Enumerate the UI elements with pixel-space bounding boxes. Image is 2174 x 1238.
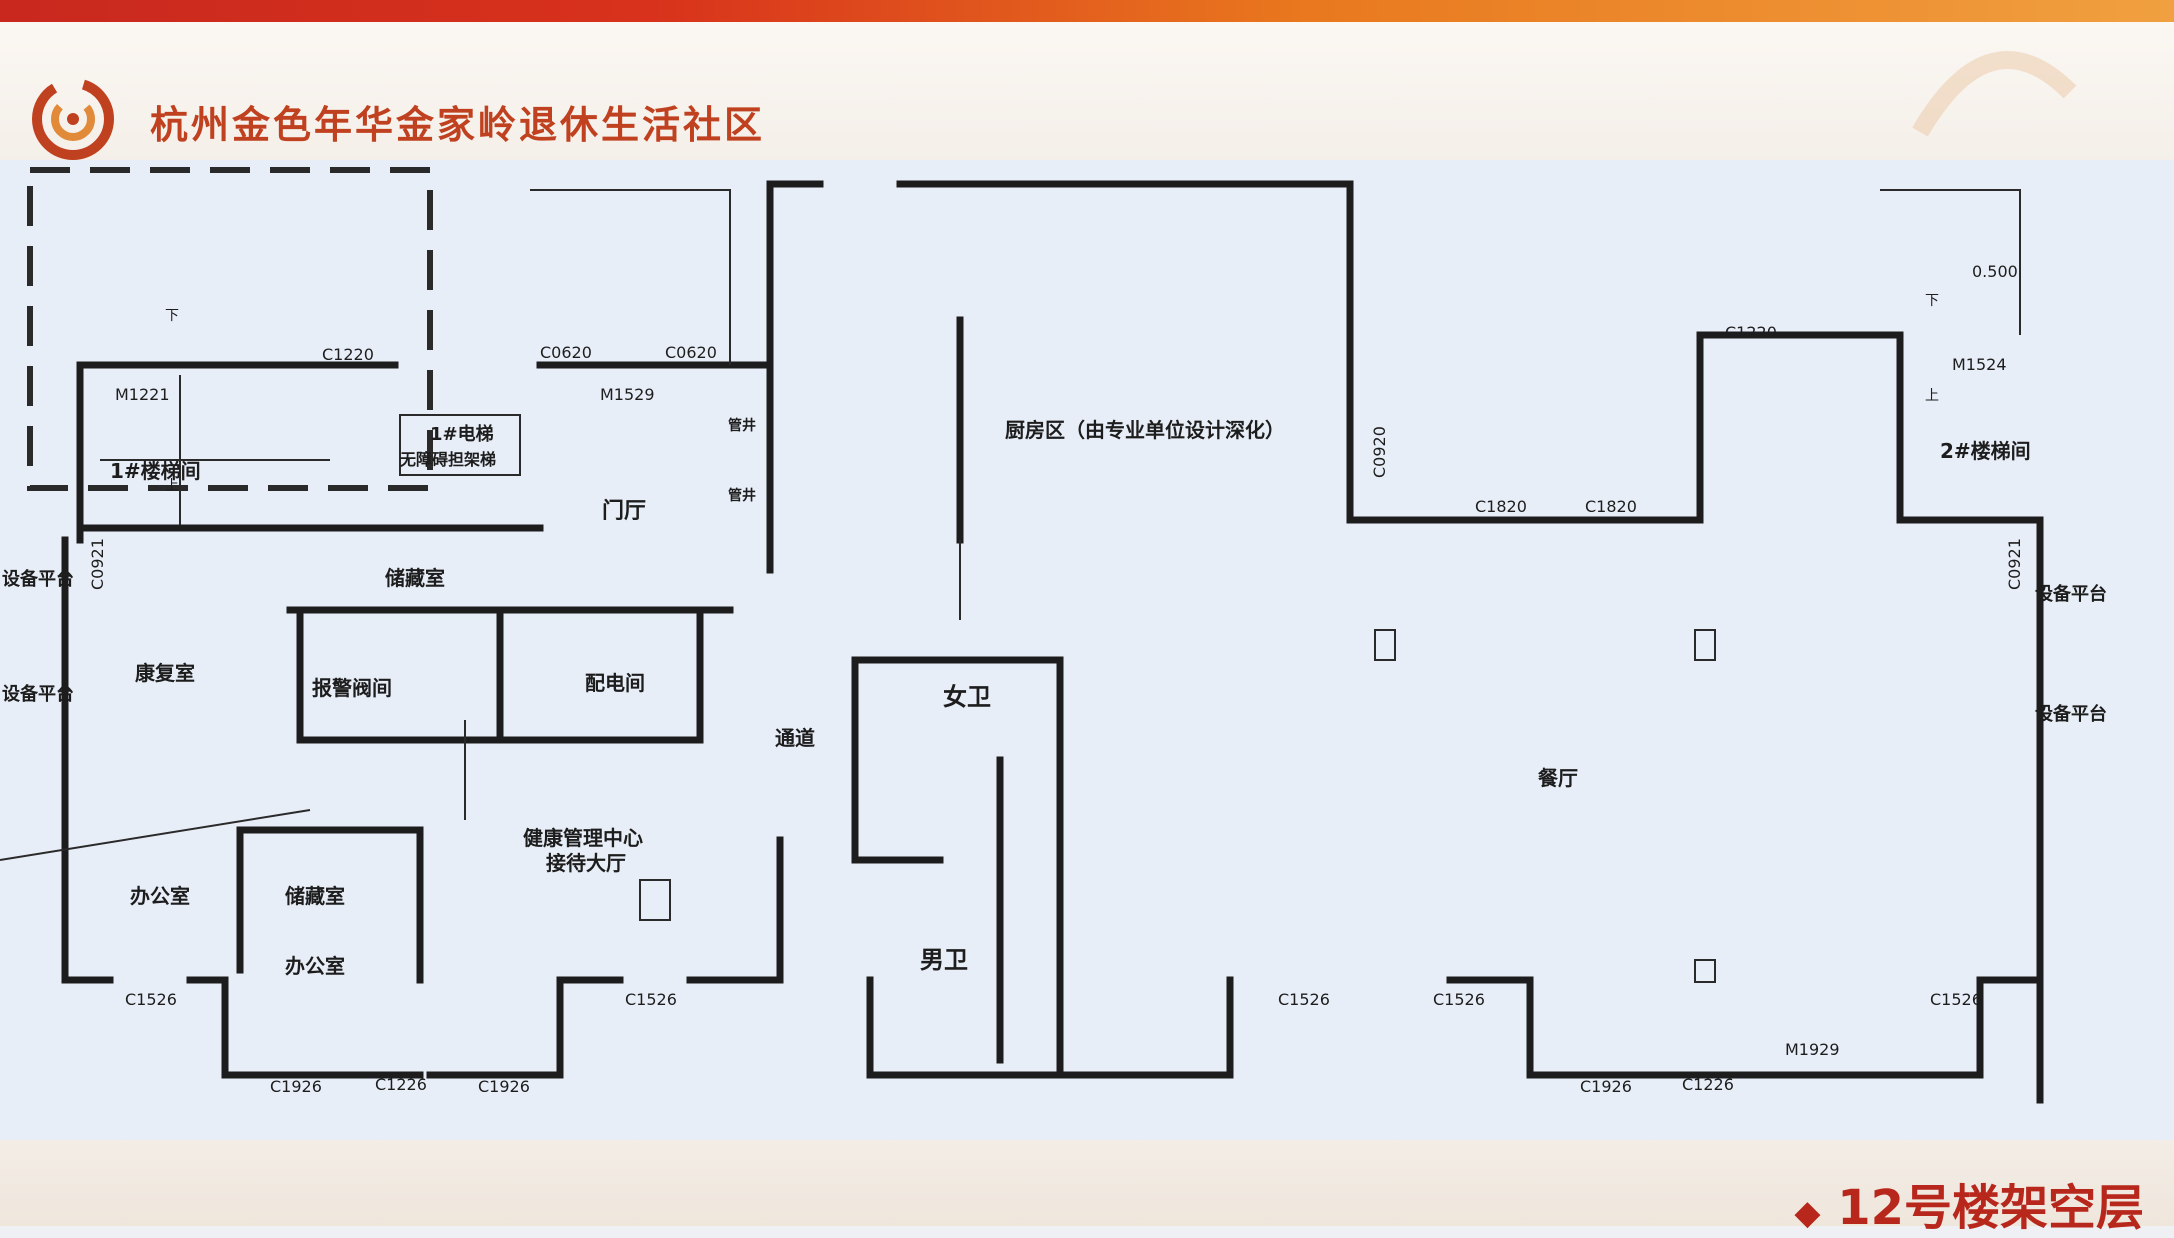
floor-label: ◆ 12号楼架空层 [1794, 1168, 2144, 1238]
elevator-sub-label: 无障碍担架梯 [399, 450, 496, 469]
code-c0620-b: C0620 [665, 343, 717, 362]
floor-label-text: 12号楼架空层 [1837, 1180, 2144, 1236]
code-c1526-c: C1526 [1278, 990, 1330, 1009]
code-c1820-b: C1820 [1585, 497, 1637, 516]
office1-label: 办公室 [130, 884, 190, 908]
shaft2-label: 管井 [728, 487, 756, 504]
kitchen-label: 厨房区（由专业单位设计深化） [1005, 418, 1285, 442]
code-c1526-e: C1526 [1930, 990, 1982, 1009]
floor-plan-drawing: 1#楼梯间 2#楼梯间 1#电梯 无障碍担架梯 门厅 储藏室 康复室 报警阀间 … [0, 160, 2174, 1145]
code-c0921-r: C0921 [2005, 538, 2024, 590]
rehab-label: 康复室 [135, 661, 195, 685]
alarm-valve-label: 报警阀间 [312, 676, 392, 700]
top-accent-bar [0, 0, 2174, 22]
storage1-label: 储藏室 [385, 566, 445, 590]
stair1-label: 1#楼梯间 [110, 459, 201, 483]
level-marker: 0.500 [1972, 262, 2018, 281]
storage2-label: 储藏室 [285, 884, 345, 908]
footer [0, 1140, 2174, 1226]
code-m1524: M1524 [1952, 355, 2007, 374]
stair-up-b: 上 [1925, 388, 1939, 404]
watermark-logo [1912, 51, 2077, 137]
lobby-label: 门厅 [602, 498, 646, 524]
header: 杭州金色年华金家岭退休生活社区 [0, 22, 2174, 162]
equip-right-2-label: 设备平台 [2035, 703, 2107, 725]
code-c1926-b: C1926 [478, 1077, 530, 1096]
code-m1529: M1529 [600, 385, 655, 404]
code-c1926-c: C1926 [1580, 1077, 1632, 1096]
floor-plan: 1#楼梯间 2#楼梯间 1#电梯 无障碍担架梯 门厅 储藏室 康复室 报警阀间 … [0, 160, 2174, 1145]
diamond-bullet-icon: ◆ [1794, 1193, 1821, 1233]
code-c0920: C0920 [1370, 426, 1389, 478]
shaft1-label: 管井 [728, 417, 756, 434]
code-c1220-a: C1220 [322, 345, 374, 364]
code-c1820-a: C1820 [1475, 497, 1527, 516]
equip-right-1-label: 设备平台 [2035, 583, 2107, 605]
stair2-label: 2#楼梯间 [1940, 439, 2031, 463]
power-room-label: 配电间 [585, 671, 645, 695]
code-c1220-b: C1220 [1725, 323, 1777, 342]
health-center-label: 健康管理中心 [523, 826, 643, 850]
code-c1526-b: C1526 [625, 990, 677, 1009]
office2-label: 办公室 [285, 954, 345, 978]
code-c1226-b: C1226 [1682, 1075, 1734, 1094]
stair-down-a: 下 [165, 308, 179, 324]
code-c1226-a: C1226 [375, 1075, 427, 1094]
reception-label: 接待大厅 [546, 851, 626, 875]
code-m1929: M1929 [1785, 1040, 1840, 1059]
code-c0921-l: C0921 [88, 538, 107, 590]
company-logo [32, 78, 114, 160]
men-wc-label: 男卫 [920, 946, 968, 974]
corridor-label: 通道 [775, 726, 815, 750]
code-c1526-a: C1526 [125, 990, 177, 1009]
code-c1526-d: C1526 [1433, 990, 1485, 1009]
code-c0620-a: C0620 [540, 343, 592, 362]
stair-down-b: 下 [1925, 293, 1939, 309]
page-title: 杭州金色年华金家岭退休生活社区 [150, 102, 766, 147]
code-c1926-a: C1926 [270, 1077, 322, 1096]
code-m1221: M1221 [115, 385, 170, 404]
stair-up-a: 上 [165, 478, 179, 494]
dining-label: 餐厅 [1538, 766, 1578, 790]
elevator-label: 1#电梯 [430, 423, 494, 445]
equip-left-1-label: 设备平台 [2, 568, 74, 590]
women-wc-label: 女卫 [943, 683, 991, 711]
equip-left-2-label: 设备平台 [2, 683, 74, 705]
